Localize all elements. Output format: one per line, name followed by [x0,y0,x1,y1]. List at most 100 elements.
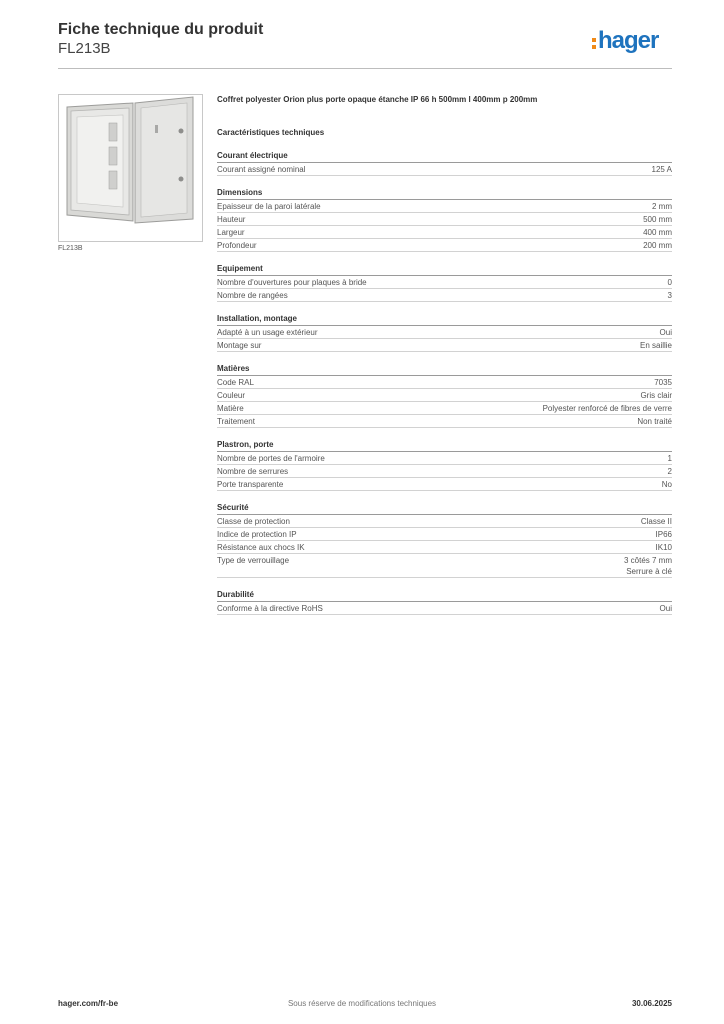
spec-label: Courant assigné nominal [217,165,306,174]
spec-value: IP66 [656,529,672,540]
section-title: Plastron, porte [217,439,672,452]
spec-value-text: 7035 [654,378,672,387]
spec-value-text: Non traité [637,417,672,426]
spec-value: No [662,479,672,490]
spec-row: Montage sur En saillie [217,339,672,352]
product-description: Coffret polyester Orion plus porte opaqu… [217,95,538,104]
section-title: Installation, montage [217,313,672,326]
spec-row: Nombre d'ouvertures pour plaques à bride… [217,276,672,289]
spec-row: Epaisseur de la paroi latérale 2 mm [217,200,672,213]
spec-value-text-secondary: Serrure à clé [626,567,672,576]
spec-row: Nombre de rangées 3 [217,289,672,302]
spec-value-text: 500 mm [643,215,672,224]
spec-value-text: Polyester renforcé de fibres de verre [542,404,672,413]
spec-value: 400 mm [643,227,672,238]
spec-label: Profondeur [217,241,257,250]
enclosure-illustration-icon [66,96,194,224]
spec-value: Oui [660,327,672,338]
footer-date: 30.06.2025 [631,999,672,1008]
spec-value: IK10 [656,542,672,553]
spec-row: Type de verrouillage 3 côtés 7 mm Serrure … [217,554,672,578]
spec-row: Hauteur 500 mm [217,213,672,226]
spec-content: Coffret polyester Orion plus porte opaqu… [217,93,672,615]
spec-value-text: 2 mm [652,202,672,211]
spec-value-text: 125 A [651,165,672,174]
section-title: Dimensions [217,187,672,200]
spec-row: Traitement Non traité [217,415,672,428]
logo-dots-icon [592,37,596,49]
spec-value-text: Gris clair [640,391,672,400]
spec-label: Nombre d'ouvertures pour plaques à bride [217,278,367,287]
spec-value: Non traité [637,416,672,427]
spec-value-text: 200 mm [643,241,672,250]
spec-label: Epaisseur de la paroi latérale [217,202,321,211]
section-title: Sécurité [217,502,672,515]
spec-value: 2 mm [652,201,672,212]
spec-value: 0 [668,277,672,288]
spec-row: Adapté à un usage extérieur Oui [217,326,672,339]
spec-value-text: IK10 [655,543,672,552]
spec-value-text: 3 côtés 7 mm [623,556,672,565]
spec-row: Courant assigné nominal 125 A [217,163,672,176]
spec-label: Type de verrouillage [217,556,290,565]
spec-value: En saillie [640,340,672,351]
spec-value-text: 0 [667,278,672,287]
spec-label: Classe de protection [217,517,290,526]
spec-value: 500 mm [643,214,672,225]
spec-value-text: IP66 [655,530,672,539]
spec-value: 3 [668,290,672,301]
spec-value-text: Oui [659,328,672,337]
product-image [58,94,203,242]
spec-row: Indice de protection IP IP66 [217,528,672,541]
spec-label: Porte transparente [217,480,284,489]
spec-value: 125 A [652,164,672,175]
spec-label: Montage sur [217,341,262,350]
spec-label: Indice de protection IP [217,530,297,539]
spec-value-text: 1 [667,454,672,463]
spec-value: Oui [660,603,672,614]
spec-value: 1 [668,453,672,464]
hager-logo: hager [592,26,659,56]
spec-row: Couleur Gris clair [217,389,672,402]
spec-label: Traitement [217,417,255,426]
spec-value: Gris clair [640,390,672,401]
spec-label: Nombre de rangées [217,291,288,300]
spec-value-text: Oui [659,604,672,613]
image-caption: FL213B [58,245,83,252]
spec-value: Classe II [641,516,672,527]
page-title: Fiche technique du produit [58,21,264,38]
spec-value: Polyester renforcé de fibres de verre [543,403,672,414]
section-title: Equipement [217,263,672,276]
spec-value-text: 400 mm [643,228,672,237]
spec-row: Profondeur 200 mm [217,239,672,252]
section-title: Courant électrique [217,150,672,163]
section-title: Matières [217,363,672,376]
spec-value: 2 [668,466,672,477]
spec-label: Hauteur [217,215,246,224]
spec-value-text: 3 [667,291,672,300]
characteristics-heading: Caractéristiques techniques [217,128,325,137]
header-divider [58,68,672,69]
spec-label: Adapté à un usage extérieur [217,328,318,337]
spec-row: Classe de protection Classe II [217,515,672,528]
spec-value: 3 côtés 7 mm Serrure à clé [624,555,672,577]
spec-value-text: En saillie [639,341,672,350]
logo-text: hager [598,27,659,54]
spec-value: 200 mm [643,240,672,251]
product-reference: FL213B [58,40,111,57]
spec-label: Couleur [217,391,246,400]
